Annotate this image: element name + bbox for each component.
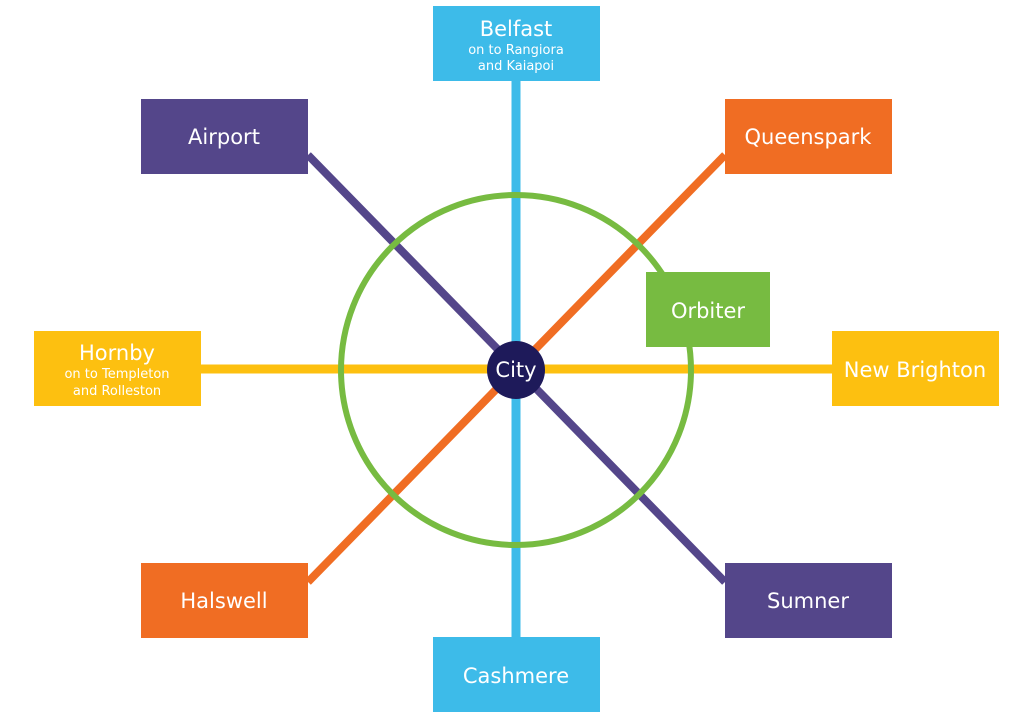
stop-sublabel: and Rolleston (73, 384, 161, 399)
stop-label: Airport (188, 125, 260, 149)
stop-halswell[interactable]: Halswell (141, 563, 308, 638)
stop-label: Halswell (180, 589, 267, 613)
stop-sublabel: on to Rangiora (468, 43, 564, 58)
stop-sublabel: and Kaiapoi (478, 59, 554, 74)
stop-sublabel: on to Templeton (64, 367, 169, 382)
stop-label: Belfast (480, 17, 553, 41)
stop-new-brighton[interactable]: New Brighton (832, 331, 999, 406)
hub-city[interactable]: City (487, 341, 545, 399)
stop-airport[interactable]: Airport (141, 99, 308, 174)
stop-label: Cashmere (463, 664, 569, 688)
stop-queenspark[interactable]: Queenspark (725, 99, 892, 174)
stop-cashmere[interactable]: Cashmere (433, 637, 600, 712)
stop-label: Sumner (767, 589, 849, 613)
stop-orbiter[interactable]: Orbiter (646, 272, 770, 347)
stop-label: Queenspark (745, 125, 873, 149)
stop-label: New Brighton (844, 358, 986, 382)
stop-belfast[interactable]: Belfast on to Rangiora and Kaiapoi (433, 6, 600, 81)
stop-hornby[interactable]: Hornby on to Templeton and Rolleston (34, 331, 201, 406)
stop-sumner[interactable]: Sumner (725, 563, 892, 638)
hub-label: City (495, 358, 536, 382)
stop-label: Orbiter (671, 299, 745, 323)
orbiter-ring (338, 192, 694, 548)
stop-label: Hornby (79, 341, 155, 365)
